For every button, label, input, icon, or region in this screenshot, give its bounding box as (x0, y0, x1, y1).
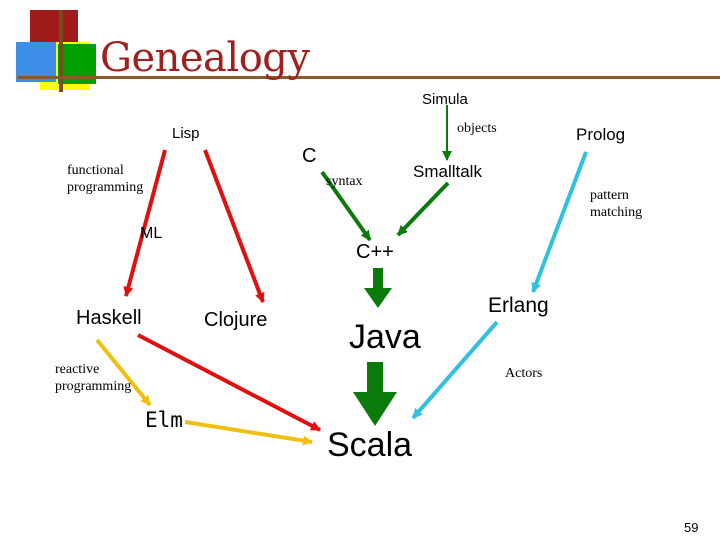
node-lisp: Lisp (172, 125, 200, 142)
edge-prolog-erlang (531, 151, 588, 293)
edge-label-syntax: syntax (326, 174, 363, 189)
edge-lisp-ml (123, 149, 167, 297)
edge-cpp-java (364, 268, 392, 308)
page-number: 59 (684, 520, 699, 535)
decor-vertical-line (59, 10, 63, 92)
node-smalltalk: Smalltalk (413, 162, 482, 181)
node-clojure: Clojure (204, 309, 268, 331)
edge-haskell-scala (137, 333, 321, 432)
edge-label-pattern-matching: pattern matching (590, 188, 643, 220)
edge-label-objects: objects (457, 121, 497, 136)
node-elm: Elm (145, 408, 183, 432)
node-erlang: Erlang (488, 294, 549, 317)
page-title: Genealogy (100, 35, 310, 81)
edge-label-reactive-programming: reactive programming (55, 362, 132, 394)
edge-elm-scala (184, 420, 313, 446)
node-java: Java (349, 318, 421, 356)
edge-label-functional-programming: functional programming (67, 163, 144, 195)
edge-java-scala (353, 362, 397, 426)
node-simula: Simula (422, 91, 468, 108)
edge-erlang-scala (411, 320, 499, 420)
edge-lisp-clojure (203, 149, 265, 303)
node-prolog: Prolog (576, 125, 626, 144)
node-cpp: C++ (356, 241, 394, 263)
edge-haskell-elm (95, 338, 152, 407)
node-haskell: Haskell (76, 307, 142, 329)
edge-c-cpp (320, 170, 372, 242)
node-ml: ML (140, 225, 163, 242)
edge-smalltalk-cpp (396, 181, 450, 237)
node-scala: Scala (327, 426, 413, 464)
title-underline (18, 76, 720, 79)
decor-blue-square (16, 42, 56, 82)
node-c: C (302, 145, 317, 167)
edge-label-actors: Actors (505, 366, 543, 381)
